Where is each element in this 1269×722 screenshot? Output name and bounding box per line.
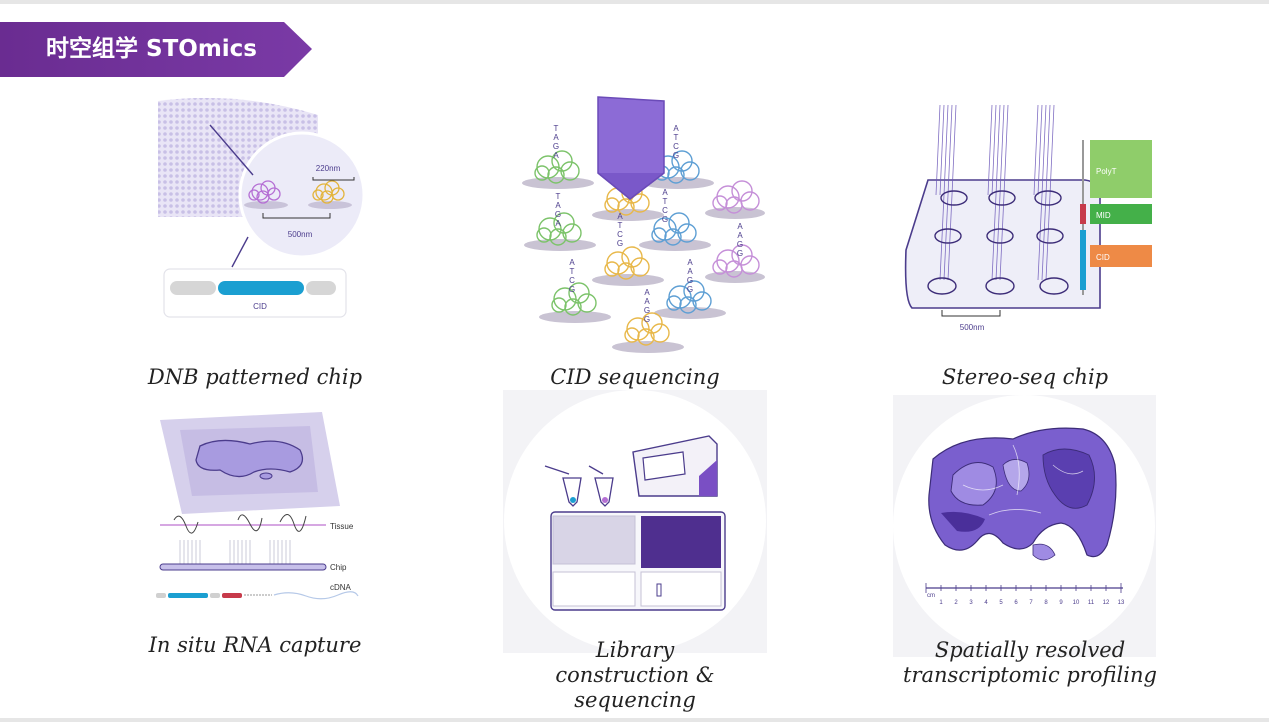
ruler-tick-label: 11 xyxy=(1088,600,1095,606)
ruler-tick-label: 8 xyxy=(1044,600,1048,606)
caption-dnb-patterned-chip: DNB patterned chip xyxy=(147,365,363,389)
spacing-label: 500nm xyxy=(288,230,313,239)
ruler-tick-label: 2 xyxy=(954,600,958,606)
ruler-tick-label: 3 xyxy=(969,600,973,606)
seq-base: G xyxy=(553,142,559,151)
ruler-tick-label: 5 xyxy=(999,600,1003,606)
caption-line: Library xyxy=(595,638,675,662)
seq-base: G xyxy=(673,151,679,160)
cdna-label: cDNA xyxy=(330,583,352,592)
seq-base: C xyxy=(569,276,575,285)
section-title: 时空组学 STOmics xyxy=(46,36,257,62)
seq-base: A xyxy=(553,151,559,160)
tissue-label: Tissue xyxy=(330,522,354,531)
library-construction-illustration xyxy=(503,390,767,653)
top-divider xyxy=(0,0,1269,4)
seq-base: A xyxy=(617,212,623,221)
stereo-cid-label: CID xyxy=(1096,253,1110,262)
ruler-tick-label: 12 xyxy=(1103,600,1110,606)
seq-base: G xyxy=(687,285,693,294)
in-situ-rna-capture-illustration: Tissue Chip cDNA xyxy=(156,412,359,600)
stereo-spacing-label: 500nm xyxy=(960,323,985,332)
ruler-tick-label: 1 xyxy=(939,600,943,606)
seq-base: T xyxy=(554,124,559,133)
seq-base: A xyxy=(737,231,743,240)
seq-base: T xyxy=(570,267,575,276)
chip-label: Chip xyxy=(330,563,347,572)
ruler-tick-label: 7 xyxy=(1029,600,1033,606)
dnb-patterned-chip-illustration: 220nm 500nm CID xyxy=(158,98,366,318)
seq-base: A xyxy=(737,222,743,231)
seq-base: G xyxy=(737,249,743,258)
seq-base: G xyxy=(662,215,668,224)
polyt-label: PolyT xyxy=(1096,167,1117,176)
cid-sequencing-illustration: T A G A A T C G T A G A A T C G A T C G … xyxy=(522,96,765,353)
seq-base: A xyxy=(644,297,650,306)
spot-size-label: 220nm xyxy=(316,164,341,173)
seq-base: T xyxy=(663,197,668,206)
seq-base: C xyxy=(662,206,668,215)
ruler-tick-label: 4 xyxy=(984,600,988,606)
caption-line: transcriptomic profiling xyxy=(903,663,1157,687)
bottom-divider xyxy=(0,718,1269,722)
caption-line: Spatially resolved xyxy=(934,638,1126,662)
caption-library-construction: Library construction & sequencing xyxy=(510,638,760,713)
seq-base: G xyxy=(569,285,575,294)
ruler-tick-label: 13 xyxy=(1118,600,1125,606)
seq-base: A xyxy=(553,133,559,142)
seq-base: T xyxy=(618,221,623,230)
seq-base: G xyxy=(687,276,693,285)
spatial-profiling-illustration: cm 1 2 3 4 5 6 7 8 9 10 11 12 13 xyxy=(893,395,1156,657)
stereo-seq-chip-illustration: 500nm PolyT MID CID xyxy=(904,104,1152,332)
seq-base: G xyxy=(644,306,650,315)
caption-stereo-seq-chip: Stereo-seq chip xyxy=(941,365,1109,389)
mid-label: MID xyxy=(1096,211,1111,220)
seq-base: C xyxy=(673,142,679,151)
seq-base: A xyxy=(644,288,650,297)
section-banner xyxy=(0,22,312,77)
cid-label: CID xyxy=(253,302,267,311)
caption-line: construction & xyxy=(555,663,715,687)
ruler-tick-label: 6 xyxy=(1014,600,1018,606)
ruler-unit-label: cm xyxy=(927,593,935,599)
seq-base: A xyxy=(555,201,561,210)
seq-base: T xyxy=(556,192,561,201)
seq-base: G xyxy=(644,315,650,324)
caption-cid-sequencing: CID sequencing xyxy=(550,365,720,389)
seq-base: A xyxy=(662,188,668,197)
ruler-tick-label: 10 xyxy=(1073,600,1080,606)
seq-base: A xyxy=(687,267,693,276)
ruler-tick-label: 9 xyxy=(1059,600,1063,606)
seq-base: A xyxy=(673,124,679,133)
seq-base: G xyxy=(617,239,623,248)
seq-base: A xyxy=(569,258,575,267)
seq-base: C xyxy=(617,230,623,239)
caption-in-situ-rna-capture: In situ RNA capture xyxy=(148,633,362,657)
seq-base: G xyxy=(737,240,743,249)
seq-base: T xyxy=(674,133,679,142)
caption-line: sequencing xyxy=(574,688,696,712)
seq-base: A xyxy=(555,219,561,228)
caption-spatial-profiling: Spatially resolved transcriptomic profil… xyxy=(880,638,1180,688)
seq-base: A xyxy=(687,258,693,267)
seq-base: G xyxy=(555,210,561,219)
